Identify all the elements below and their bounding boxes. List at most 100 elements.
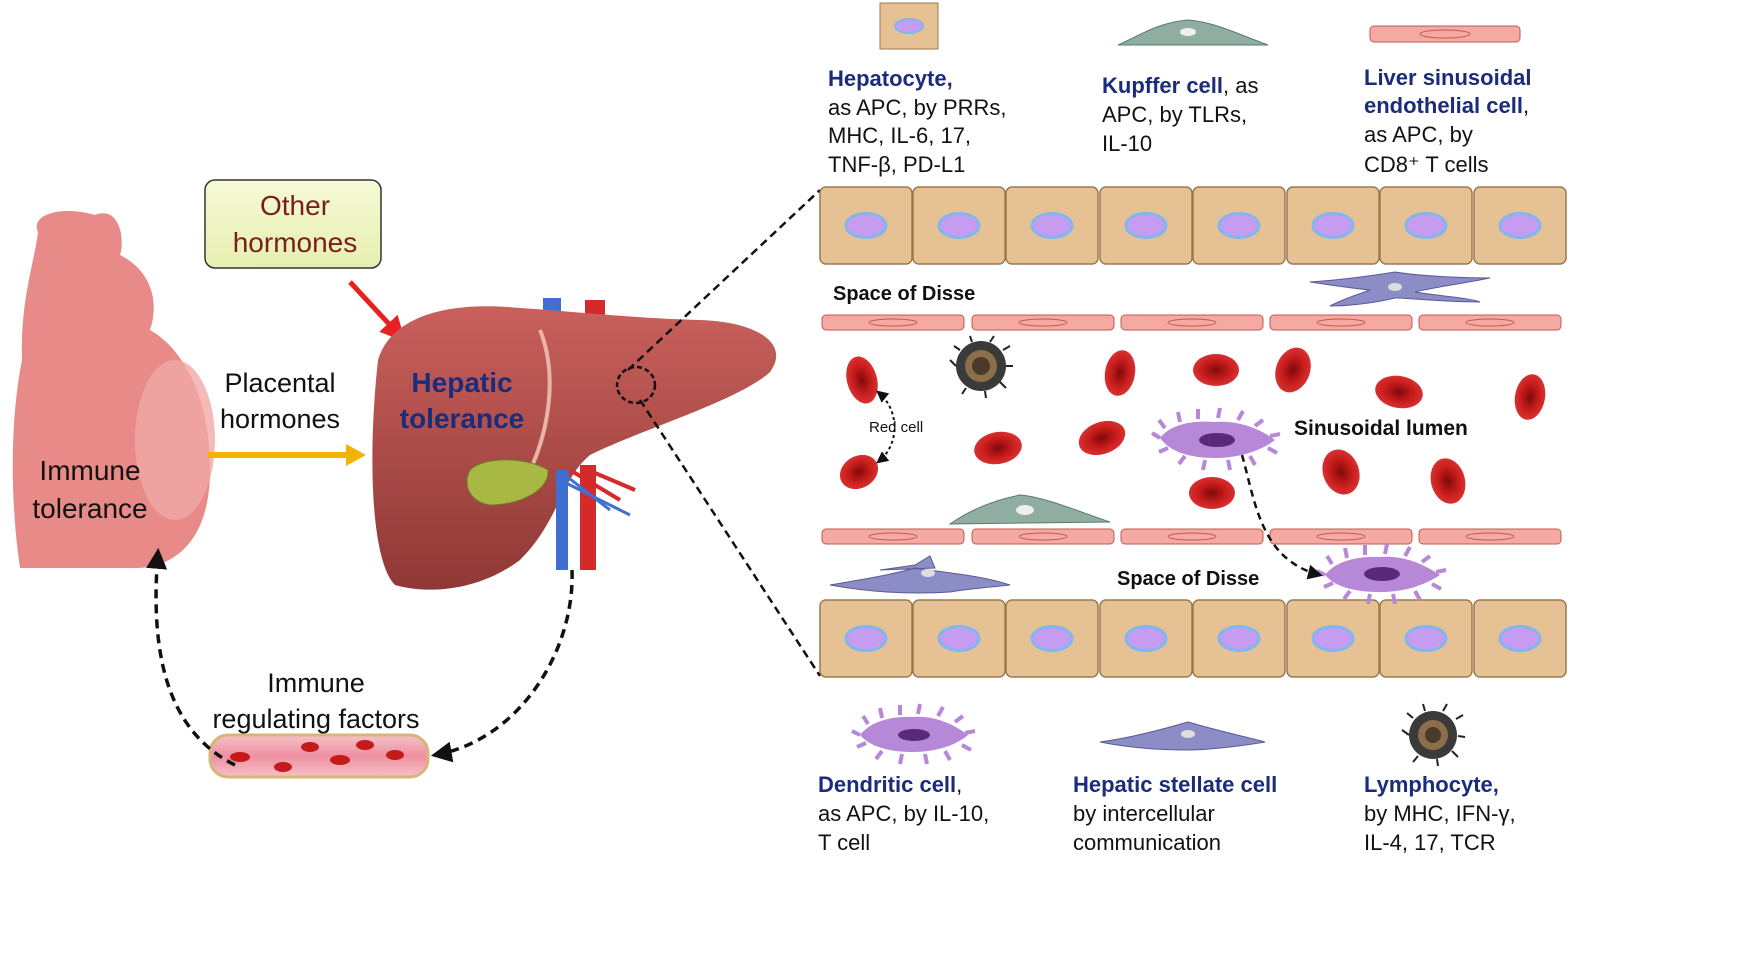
hepatocyte-nucleus <box>1404 625 1448 652</box>
red-cell-label: Red cell <box>869 419 923 436</box>
endothelial-cell <box>971 314 1115 331</box>
kupffer-legend-icon <box>1117 19 1269 46</box>
stellate-cell-top <box>1309 271 1491 307</box>
hepatocyte-nucleus <box>1498 625 1542 652</box>
lsec-legend-icon <box>1369 25 1521 43</box>
stellate-desc-1: by intercellular <box>1073 801 1215 826</box>
hepatocyte-nucleus <box>1311 625 1355 652</box>
hepatocyte-name: Hepatocyte, <box>828 66 953 91</box>
red-blood-cell <box>846 356 878 404</box>
other-hormones-line1: Other <box>260 190 330 221</box>
placental-arrowhead <box>346 444 366 466</box>
red-blood-cell <box>1375 375 1423 409</box>
red-blood-cell <box>1193 354 1239 386</box>
stellate-name: Hepatic stellate cell <box>1073 772 1277 797</box>
lymphocyte-cell <box>949 335 1013 399</box>
endothelial-cell <box>971 528 1115 545</box>
endothelial-nucleus <box>1018 318 1068 327</box>
kupffer-desc-1: APC, by TLRs, <box>1102 102 1247 127</box>
endothelial-nucleus <box>1167 318 1217 327</box>
endothelial-cell <box>821 314 965 331</box>
endothelial-cell <box>1418 528 1562 545</box>
dendritic-desc-2: T cell <box>818 830 870 855</box>
endothelial-nucleus <box>1316 532 1366 541</box>
lsec-desc-1: as APC, by <box>1364 122 1473 147</box>
red-blood-cell <box>1189 477 1235 509</box>
dendritic-legend-icon <box>851 703 976 765</box>
lsec-title-line2: endothelial cell, <box>1364 93 1529 118</box>
immune-tolerance-line2: tolerance <box>32 493 147 524</box>
hepatocyte-nucleus <box>1124 212 1168 239</box>
hepatocyte-nucleus <box>844 212 888 239</box>
immune-regulating-line2: regulating factors <box>212 704 419 734</box>
dendritic-name: Dendritic cell <box>818 772 956 797</box>
endothelial-nucleus <box>1465 532 1515 541</box>
immune-tolerance-line1: Immune <box>39 455 140 486</box>
hepatic-tolerance-line2: tolerance <box>400 403 525 434</box>
hepatocyte-nucleus <box>937 212 981 239</box>
liver-to-vessel-arrow <box>430 569 574 763</box>
endothelial-row-top <box>821 314 1562 331</box>
space-of-disse-bottom: Space of Disse <box>1117 568 1259 590</box>
zoom-region-circle <box>615 365 657 405</box>
lymphocyte-name: Lymphocyte, <box>1364 772 1499 797</box>
endothelial-nucleus <box>1465 318 1515 327</box>
kupffer-suffix: , as <box>1223 73 1258 98</box>
pregnant-body <box>12 211 215 569</box>
kupffer-cell <box>948 494 1111 525</box>
red-blood-cell <box>1514 374 1546 420</box>
other-hormones-box <box>204 179 382 269</box>
hepatocyte-nucleus <box>937 625 981 652</box>
stellate-desc-2: communication <box>1073 830 1221 855</box>
red-blood-cell <box>1104 350 1136 396</box>
hepatocyte-nucleus <box>1311 212 1355 239</box>
endothelial-cell <box>1120 314 1264 331</box>
endothelial-nucleus <box>1167 532 1217 541</box>
lymphocyte-desc-2: IL-4, 17, TCR <box>1364 830 1496 855</box>
hepatocyte-desc-2: MHC, IL-6, 17, <box>828 123 971 148</box>
dendritic-title-line: Dendritic cell, <box>818 772 962 797</box>
red-blood-cell <box>1430 458 1466 504</box>
hepatocyte-nucleus <box>844 625 888 652</box>
dendritic-desc-1: as APC, by IL-10, <box>818 801 989 826</box>
hepatocyte-legend-icon <box>879 2 939 50</box>
endothelial-cell <box>1269 314 1413 331</box>
endothelial-cell <box>821 528 965 545</box>
lymphocyte-legend-icon <box>1401 703 1466 767</box>
lsec-name-1: Liver sinusoidal <box>1364 65 1532 90</box>
red-blood-cell <box>1322 449 1360 495</box>
endothelial-nucleus <box>868 318 918 327</box>
zoom-line-top <box>627 189 821 371</box>
endothelial-cell <box>1120 528 1264 545</box>
lsec-name-2: endothelial cell <box>1364 93 1523 118</box>
red-blood-cell <box>839 454 879 490</box>
hepatocyte-nucleus <box>1498 212 1542 239</box>
space-of-disse-top: Space of Disse <box>833 283 975 305</box>
hepatocyte-nucleus <box>1030 212 1074 239</box>
hepatic-tolerance-line1: Hepatic <box>411 367 512 398</box>
hepatocyte-nucleus <box>1404 212 1448 239</box>
kupffer-desc-2: IL-10 <box>1102 131 1152 156</box>
hepatocyte-desc-1: as APC, by PRRs, <box>828 95 1007 120</box>
lsec-desc-2: CD8⁺ T cells <box>1364 152 1489 177</box>
blood-vessel <box>208 733 430 779</box>
immune-regulating-line1: Immune <box>267 668 365 698</box>
kupffer-title-line: Kupffer cell, as <box>1102 73 1259 98</box>
hepatocyte-row-bottom <box>819 599 1567 678</box>
endothelial-row-bottom <box>821 528 1562 545</box>
hepatocyte-nucleus <box>1124 625 1168 652</box>
hepatocyte-row-top <box>819 186 1567 265</box>
dendritic-cell-disse <box>1316 543 1447 605</box>
endothelial-cell <box>1418 314 1562 331</box>
stellate-legend-icon <box>1099 721 1266 751</box>
other-hormones-line2: hormones <box>233 227 358 258</box>
kupffer-name: Kupffer cell <box>1102 73 1223 98</box>
hepatocyte-nucleus <box>1217 212 1261 239</box>
other-hormones-arrow <box>348 280 406 342</box>
red-blood-cells <box>839 347 1546 509</box>
lsec-suffix: , <box>1523 93 1529 118</box>
hepatocyte-nucleus <box>1030 625 1074 652</box>
hepatocyte-nucleus <box>1217 625 1261 652</box>
endothelial-nucleus <box>1018 532 1068 541</box>
